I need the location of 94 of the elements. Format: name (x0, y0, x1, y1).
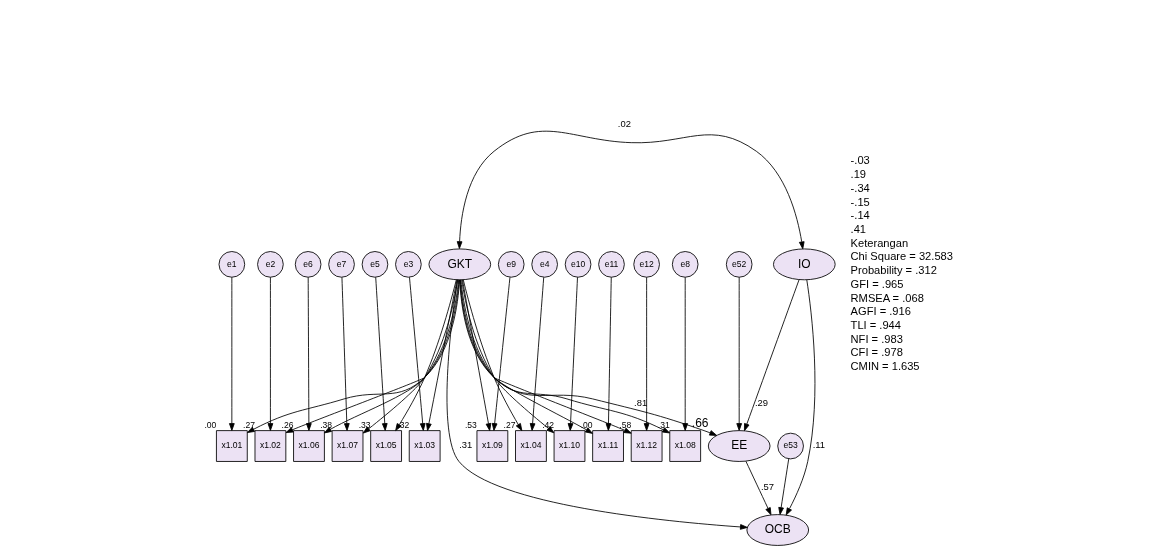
node-label: .00 (203, 420, 216, 431)
arrow (459, 279, 670, 434)
node-circle: e9 (497, 251, 524, 278)
arrow (743, 279, 800, 432)
arrow (246, 279, 460, 433)
node-box: x1.03 (408, 430, 441, 462)
arrow (460, 279, 554, 434)
arrow (408, 276, 426, 431)
arrow (459, 279, 593, 434)
label: NFI = .983 (850, 332, 903, 345)
arrow (491, 276, 510, 431)
node-label: .38 (319, 420, 332, 431)
label: TLI = .944 (850, 318, 901, 331)
arrow (461, 279, 491, 431)
node-label: .42 (541, 420, 554, 431)
node-label: .33 (358, 420, 371, 431)
node-box: x1.02 (254, 430, 286, 462)
node-circle: e6 (294, 251, 321, 278)
arrow (285, 279, 460, 434)
node-label: .58 (618, 420, 631, 431)
label: -.14 (850, 209, 870, 222)
node-circle: e53 (776, 432, 804, 460)
arrow (305, 276, 312, 431)
label: Chi Square = 32.583 (850, 250, 953, 263)
node-ellipse: IO (772, 248, 836, 281)
node-label: .53 (464, 420, 477, 431)
arrow (735, 276, 742, 431)
node-label: .31 (657, 420, 670, 431)
node-circle: e1 (218, 251, 245, 278)
node-ellipse: OCB (745, 514, 809, 546)
arrow (777, 458, 789, 515)
label: .19 (850, 168, 866, 181)
arrow (394, 279, 457, 432)
arrow (456, 130, 805, 250)
edge-label: .02 (617, 118, 631, 130)
arrow (341, 276, 350, 431)
arrow (785, 279, 815, 516)
label: -.15 (850, 195, 870, 208)
arrow (362, 279, 458, 434)
node-label: .27 (503, 420, 515, 431)
label: RMSEA = .068 (850, 291, 924, 304)
arrow (567, 276, 578, 431)
node-box: x1.11 (591, 430, 624, 462)
arrow (459, 279, 632, 434)
node-circle: e11 (597, 251, 625, 278)
node-circle: e2 (256, 251, 284, 278)
arrow (462, 279, 522, 431)
label: Keterangan (850, 236, 908, 249)
node-label: .00 (580, 420, 593, 431)
node-label: .27 (242, 420, 255, 431)
arrow (643, 276, 649, 431)
node-label: .32 (396, 420, 409, 431)
arrow (681, 276, 688, 431)
arrow (446, 279, 748, 530)
node-box: x1.07 (331, 430, 363, 462)
node-box: x1.08 (668, 430, 701, 462)
node-circle: e7 (327, 251, 355, 278)
edge-label: .31 (458, 439, 472, 451)
node-label: .26 (281, 420, 293, 431)
label: AGFI = .916 (850, 305, 911, 318)
arrow (605, 276, 612, 431)
node-circle: e10 (564, 251, 591, 278)
label: -.03 (850, 154, 870, 167)
arrow (228, 276, 235, 431)
arrow (458, 279, 717, 436)
arrow (267, 276, 273, 431)
node-box: x1.01 (215, 430, 248, 462)
label: GFI = .965 (850, 277, 903, 290)
node-box: x1.12 (630, 430, 662, 462)
node-box: x1.06 (292, 430, 325, 462)
node-box: x1.05 (369, 430, 402, 462)
arrow (374, 276, 388, 431)
node-ellipse: GKT (428, 248, 491, 281)
label: -.34 (850, 181, 870, 194)
node-circle: e52 (725, 251, 752, 278)
node-circle: e4 (530, 251, 558, 278)
edge-label: .29 (754, 397, 768, 409)
node-circle: e3 (394, 251, 422, 278)
node-box: x1.10 (553, 430, 585, 462)
node-circle: e12 (632, 251, 660, 278)
edge-label: .11 (812, 439, 825, 451)
node-box: x1.04 (514, 430, 547, 462)
node-circle: e5 (361, 251, 388, 278)
arrow (323, 279, 459, 434)
node-box: x1.09 (476, 430, 508, 462)
label: .41 (850, 222, 866, 235)
arrow (529, 276, 544, 431)
label: CFI = .978 (850, 346, 903, 359)
label: CMIN = 1.635 (850, 360, 920, 373)
arrow (744, 460, 771, 516)
node-label: .66 (691, 416, 709, 431)
node-circle: e8 (671, 251, 698, 278)
label: Probability = .312 (850, 264, 937, 277)
edge-label: .57 (760, 481, 774, 493)
